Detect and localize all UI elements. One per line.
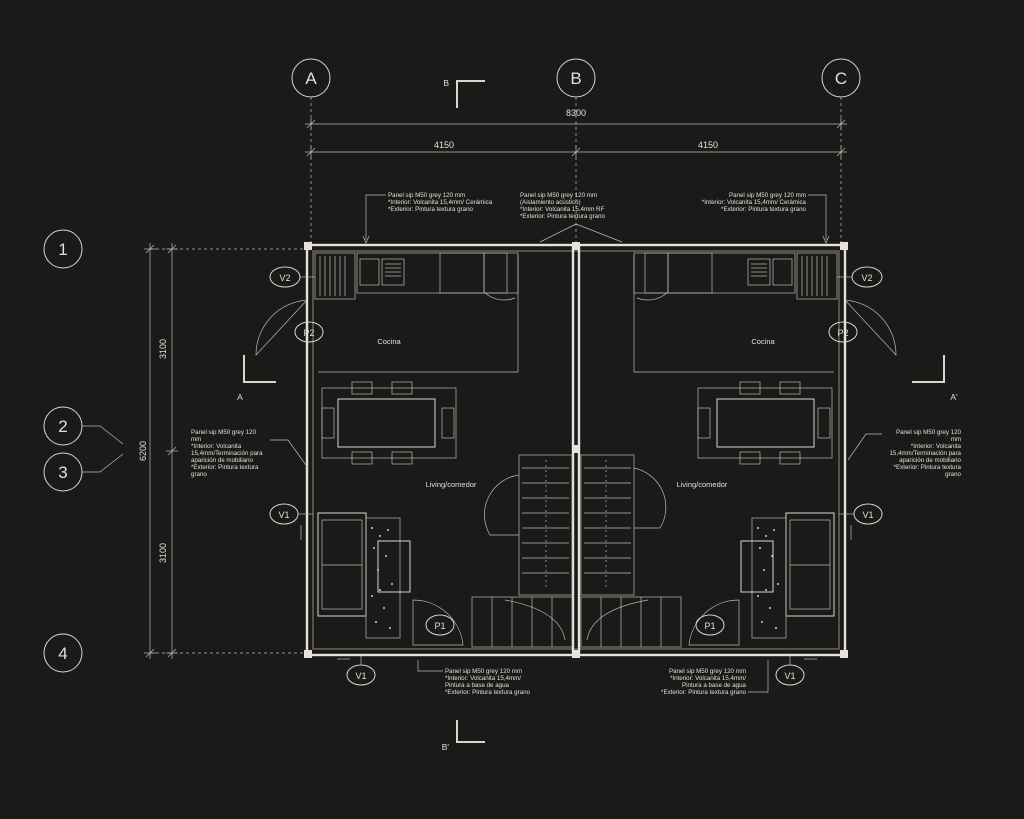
living-right-furniture xyxy=(688,512,835,646)
svg-text:Pintura a base de agua: Pintura a base de agua xyxy=(445,682,510,689)
svg-text:Panel sip M50 grey 120 mm: Panel sip M50 grey 120 mm xyxy=(388,192,465,199)
svg-text:*Exterior: Pintura textura: *Exterior: Pintura textura xyxy=(894,464,962,471)
grid-label-a: A xyxy=(305,69,317,88)
tag-p1-right-label: P1 xyxy=(704,621,715,631)
room-kitchen-right: Cocina xyxy=(751,337,775,346)
section-a-right: A' xyxy=(950,392,958,402)
grid-label-1: 1 xyxy=(58,240,67,259)
grid-bubble-1 xyxy=(43,229,83,269)
exterior-doors xyxy=(255,299,897,356)
svg-text:*Exterior: Pintura textura gra: *Exterior: Pintura textura grano xyxy=(388,206,474,213)
note-bottom-right: Panel sip M50 grey 120 mm *Interior: Vol… xyxy=(661,660,769,696)
tag-p2-left-label: P2 xyxy=(303,328,314,338)
section-marks: B B' A A' xyxy=(237,78,958,752)
dimension-horizontal: 8300 4150 4150 xyxy=(305,108,847,158)
tag-p2-left xyxy=(294,321,324,343)
kitchen-left: Cocina xyxy=(314,252,519,373)
svg-text:*Exterior: Pintura textura gra: *Exterior: Pintura textura grano xyxy=(520,213,606,220)
svg-text:Panel sip M50 grey 120 mm: Panel sip M50 grey 120 mm xyxy=(520,192,597,199)
walls xyxy=(304,242,848,658)
svg-text:grano: grano xyxy=(945,471,961,478)
tag-v1-bottom-right-label: V1 xyxy=(784,671,795,681)
room-kitchen-left: Cocina xyxy=(377,337,401,346)
svg-text:*Interior: Volcanita 15,4mm/ C: *Interior: Volcanita 15,4mm/ Cerámica xyxy=(702,199,807,206)
grid-label-b: B xyxy=(570,69,581,88)
note-bottom-left: Panel sip M50 grey 120 mm *Interior: Vol… xyxy=(417,660,531,696)
dimension-vertical: 6200 3100 3100 xyxy=(138,243,178,659)
svg-text:*Exterior: Pintura textura gra: *Exterior: Pintura textura grano xyxy=(661,689,747,696)
svg-text:*Exterior: Pintura textura gra: *Exterior: Pintura textura grano xyxy=(445,689,531,696)
tag-v1-bottom-left-label: V1 xyxy=(355,671,366,681)
grid-columns: A B C xyxy=(291,58,861,98)
svg-text:*Exterior: Pintura textura: *Exterior: Pintura textura xyxy=(191,464,259,471)
stairs xyxy=(471,454,682,648)
note-top-left: Panel sip M50 grey 120 mm *Interior: Vol… xyxy=(362,192,493,244)
tag-p1-left xyxy=(425,614,455,636)
grid-lines xyxy=(150,97,842,654)
dim-height-total: 6200 xyxy=(138,441,148,461)
section-b-bottom: B' xyxy=(442,742,450,752)
svg-text:*Exterior: Pintura textura gra: *Exterior: Pintura textura grano xyxy=(721,206,807,213)
dim-overall-width: 8300 xyxy=(566,108,586,118)
room-living-right: Living/comedor xyxy=(677,480,728,489)
svg-text:*Interior: Volcanita 15,4mm/: *Interior: Volcanita 15,4mm/ xyxy=(670,675,746,682)
dim-bay-left: 4150 xyxy=(434,140,454,150)
svg-text:Panel sip M50 grey 120: Panel sip M50 grey 120 xyxy=(896,429,962,436)
svg-text:Panel sip M50 grey 120 mm: Panel sip M50 grey 120 mm xyxy=(445,668,522,675)
svg-text:(Aislamiento acústico): (Aislamiento acústico) xyxy=(520,199,581,206)
tag-v2-left-label: V2 xyxy=(279,273,290,283)
tag-p1-right xyxy=(695,614,725,636)
note-top-right: Panel sip M50 grey 120 mm *Interior: Vol… xyxy=(702,192,830,244)
tag-p2-right xyxy=(828,321,858,343)
note-top-center: Panel sip M50 grey 120 mm (Aislamiento a… xyxy=(520,192,623,243)
grid-bubble-4 xyxy=(43,633,83,673)
svg-text:*Interior: Volcanita 15,4mm RF: *Interior: Volcanita 15,4mm RF xyxy=(520,206,604,213)
note-mid-right: Panel sip M50 grey 120 mm *Interior: Vol… xyxy=(847,429,962,478)
svg-text:*Interior: Volcanita 15,4mm/ C: *Interior: Volcanita 15,4mm/ Cerámica xyxy=(388,199,493,206)
svg-text:Panel sip M50 grey 120: Panel sip M50 grey 120 xyxy=(191,429,257,436)
dim-height-lower: 3100 xyxy=(158,543,168,563)
svg-text:aparición de mobiliario: aparición de mobiliario xyxy=(899,457,961,464)
svg-text:Panel sip M50 grey 120 mm: Panel sip M50 grey 120 mm xyxy=(729,192,806,199)
svg-text:Panel sip M50 grey 120 mm: Panel sip M50 grey 120 mm xyxy=(669,668,746,675)
grid-label-2: 2 xyxy=(58,417,67,436)
svg-text:Pintura a base de agua: Pintura a base de agua xyxy=(682,682,747,689)
dining-right xyxy=(697,381,833,465)
section-a-left: A xyxy=(237,392,243,402)
tag-p2-right-label: P2 xyxy=(837,328,848,338)
svg-text:*Interior: Volcanita: *Interior: Volcanita xyxy=(191,443,242,450)
grid-label-3: 3 xyxy=(58,463,67,482)
svg-text:grano: grano xyxy=(191,471,207,478)
dim-height-upper: 3100 xyxy=(158,339,168,359)
tags: V2 V2 P2 P2 V1 V1 P1 P1 V1 V1 xyxy=(269,266,883,686)
dining-left xyxy=(321,381,457,465)
svg-text:15,4mm/Terminación para: 15,4mm/Terminación para xyxy=(889,450,961,457)
tag-v2-right-label: V2 xyxy=(861,273,872,283)
grid-rows: 1 2 3 4 xyxy=(43,229,124,673)
tag-v1-left-label: V1 xyxy=(278,510,289,520)
svg-text:*Interior: Volcanita 15,4mm/: *Interior: Volcanita 15,4mm/ xyxy=(445,675,521,682)
kitchen-right: Cocina xyxy=(633,252,838,373)
living-left-furniture xyxy=(317,512,464,646)
dim-bay-right: 4150 xyxy=(698,140,718,150)
svg-text:*Interior: Volcanita: *Interior: Volcanita xyxy=(911,443,962,450)
svg-text:aparición de mobiliario: aparición de mobiliario xyxy=(191,457,253,464)
svg-text:15,4mm/Terminación para: 15,4mm/Terminación para xyxy=(191,450,263,457)
tag-p1-left-label: P1 xyxy=(434,621,445,631)
grid-label-c: C xyxy=(835,69,847,88)
tag-v1-right-label: V1 xyxy=(862,510,873,520)
room-living-left: Living/comedor xyxy=(426,480,477,489)
svg-text:mm: mm xyxy=(191,436,201,443)
grid-label-4: 4 xyxy=(58,644,67,663)
note-mid-left: Panel sip M50 grey 120 mm *Interior: Vol… xyxy=(191,429,309,478)
svg-text:mm: mm xyxy=(951,436,961,443)
section-b-top: B xyxy=(443,78,449,88)
